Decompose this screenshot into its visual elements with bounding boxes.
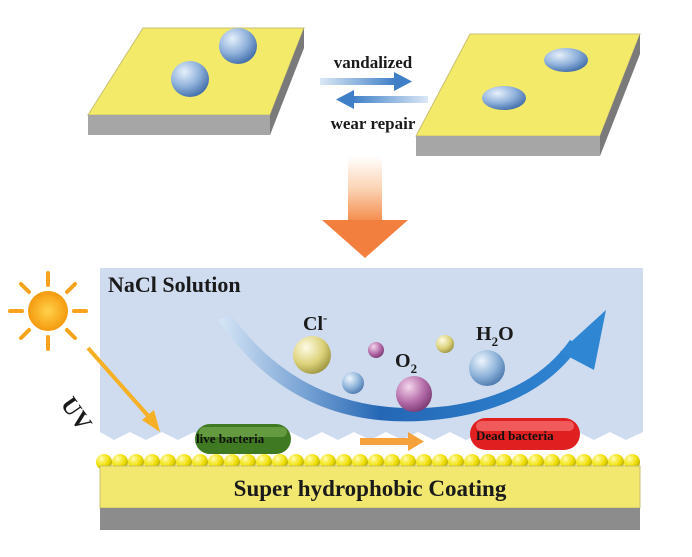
small-yellow-molecule [436,335,454,353]
live-bacteria [195,424,291,454]
curved-flow-arrow-icon [218,310,606,422]
vandalized-label: vandalized [334,53,413,72]
live-bacteria-label: live bacteria [196,431,265,446]
reverse-arrow-icon [336,90,428,109]
forward-arrow-icon [320,72,412,91]
coating-label: Super hydrophobic Coating [234,476,507,501]
wear-repair-label: wear repair [331,114,416,133]
small-purple-molecule [368,342,384,358]
water-label: H2O [476,323,514,349]
dead-bacteria-label: Dead bacteria [476,428,554,443]
down-arrow-icon [322,156,408,258]
small-blue-molecule [342,372,364,394]
water-droplet [171,61,209,97]
vandalized-coating-slab [415,33,641,156]
uv-ray-arrow-icon [86,346,160,432]
oxygen-molecule [396,376,432,412]
chloride-label: Cl- [303,310,327,335]
dead-bacteria [470,418,580,450]
uv-label: UV [55,393,97,437]
chloride-ion [293,336,331,374]
nacl-solution-label: NaCl Solution [108,272,241,297]
transition-arrow-icon [360,432,424,451]
water-droplet [219,28,257,64]
water-molecule [469,350,505,386]
superhydrophobic-coating [99,465,641,530]
flattened-droplet [482,86,526,110]
oxygen-label: O2 [395,350,417,376]
sun-icon [8,271,88,351]
flattened-droplet [544,48,588,72]
